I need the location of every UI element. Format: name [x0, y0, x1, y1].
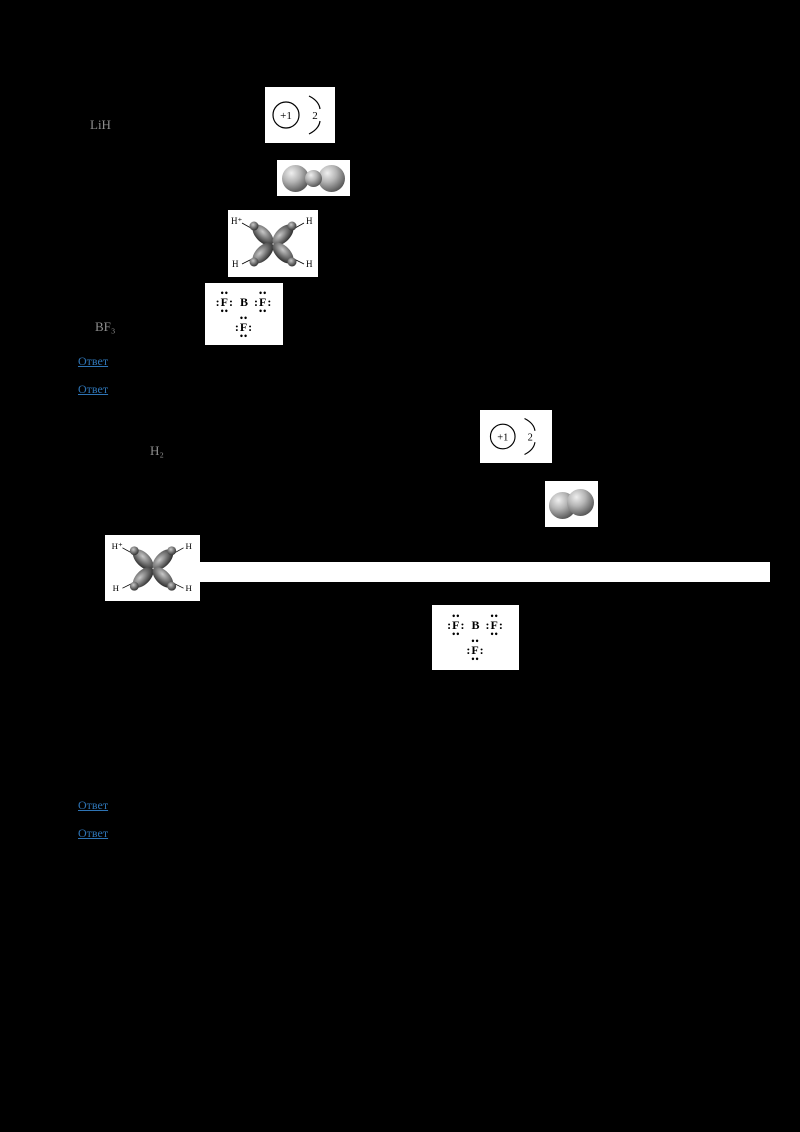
- orbital-lobe: [272, 242, 294, 264]
- electron-shell-arc-top: [308, 95, 321, 110]
- hydrogen-sphere: [249, 221, 259, 231]
- orbital-lobe: [132, 567, 153, 588]
- bohr-diagram-svg-1: +1 2: [272, 95, 321, 135]
- atom-sphere-right: [567, 489, 594, 516]
- lewis-top-row: •• :F: •• B •• :F: ••: [447, 611, 504, 639]
- lone-pair-dots: ••: [220, 305, 229, 316]
- fluorine-right: •• :F: ••: [254, 287, 273, 316]
- atom-sphere-left: [282, 165, 309, 192]
- lone-pair-dots: ••: [239, 330, 249, 341]
- orbital-lobe: [152, 567, 173, 588]
- lone-pair-dots: ••: [220, 287, 229, 298]
- formula-label-lih: LiH: [90, 117, 111, 132]
- lone-pair-dots: ••: [259, 287, 268, 298]
- answer-link-1[interactable]: Ответ: [78, 354, 109, 368]
- boron-symbol: B: [239, 294, 248, 309]
- nucleus-charge-label: +1: [497, 432, 508, 443]
- lewis-top-row: •• :F: •• B •• :F: ••: [215, 287, 273, 316]
- atom-sphere-right: [318, 165, 345, 192]
- lone-pair-dots: ••: [452, 611, 461, 621]
- lewis-structure-figure-1: •• :F: •• B •• :F: •• •• :F: ••: [205, 283, 283, 345]
- hydrogen-sphere: [166, 546, 176, 556]
- orbital-overlap-svg-2: H⁺ H H H: [111, 541, 192, 593]
- lone-pair-dots: ••: [239, 312, 249, 323]
- fluorine-bottom: •• :F: ••: [234, 312, 254, 341]
- lewis-structure: •• :F: •• B •• :F: •• •• :F: ••: [447, 611, 504, 664]
- bohr-diagram-figure-2: +1 2: [480, 410, 552, 463]
- lewis-structure: •• :F: •• B •• :F: •• •• :F: ••: [215, 287, 273, 341]
- hydrogen-sphere: [129, 546, 139, 556]
- h-label-bottom-left: H: [112, 583, 119, 593]
- blank-content-strip: [200, 562, 770, 582]
- bohr-diagram-figure-1: +1 2: [265, 87, 335, 143]
- lewis-bottom-row: •• :F: ••: [447, 636, 504, 664]
- orbital-overlap-svg-1: H⁺ H H H: [231, 216, 313, 269]
- fluorine-symbol: :F:: [215, 294, 234, 309]
- h-label-bottom-right: H: [185, 583, 192, 593]
- hydrogen-sphere: [287, 257, 297, 267]
- h-label-top-right: H: [185, 541, 192, 551]
- shell-electron-count-label: 2: [528, 432, 533, 443]
- fluorine-symbol: :F:: [485, 618, 504, 632]
- boron-symbol: B: [471, 618, 480, 632]
- fluorine-symbol: :F:: [254, 294, 273, 309]
- hydrogen-sphere: [249, 257, 259, 267]
- lone-pair-dots: ••: [259, 305, 268, 316]
- electron-shell-arc-bottom: [308, 120, 321, 135]
- electron-shell-arc-top: [524, 418, 536, 431]
- fluorine-symbol: :F:: [234, 319, 254, 334]
- h-label-bottom-right: H: [306, 259, 313, 269]
- hydrogen-sphere: [166, 581, 176, 591]
- fluorine-bottom: •• :F: ••: [466, 636, 485, 664]
- fluorine-symbol: :F:: [466, 643, 485, 657]
- fluorine-right: •• :F: ••: [485, 611, 504, 639]
- fluorine-left: •• :F: ••: [447, 611, 466, 639]
- molecule-model-three-spheres: [277, 160, 350, 196]
- orbital-overlap-figure-2: H⁺ H H H: [105, 535, 200, 601]
- formula-label-h2: H₂: [150, 443, 164, 458]
- orbital-lobe: [272, 224, 294, 246]
- orbital-lobe: [252, 224, 274, 246]
- nucleus-circle: [272, 101, 300, 129]
- fluorine-symbol: :F:: [447, 618, 466, 632]
- answer-link-3[interactable]: Ответ: [78, 798, 109, 812]
- formula-label-bf3: BF₃: [95, 319, 116, 334]
- shell-electron-count-label: 2: [312, 110, 318, 122]
- orbital-lobe: [152, 549, 173, 570]
- lone-pair-dots: ••: [471, 636, 480, 646]
- electron-shell-arc-bottom: [524, 442, 536, 455]
- h-label-bottom-left: H: [232, 259, 239, 269]
- orbital-overlap-figure-1: H⁺ H H H: [228, 210, 318, 277]
- orbital-lobe: [132, 549, 153, 570]
- answer-link-4[interactable]: Ответ: [78, 826, 109, 840]
- atom-sphere-middle: [305, 170, 322, 187]
- h-label-top-left: H⁺: [111, 541, 122, 551]
- lone-pair-dots: ••: [490, 611, 499, 621]
- orbital-lobe: [252, 242, 274, 264]
- lone-pair-dots: ••: [452, 629, 461, 639]
- hydrogen-sphere: [287, 221, 297, 231]
- h-label-top-left: H⁺: [231, 216, 242, 226]
- lone-pair-dots: ••: [490, 629, 499, 639]
- molecule-model-two-spheres: [545, 481, 598, 527]
- nucleus-circle: [489, 423, 516, 450]
- h-label-top-right: H: [306, 216, 313, 226]
- answer-link-2[interactable]: Ответ: [78, 382, 109, 396]
- lewis-bottom-row: •• :F: ••: [216, 312, 273, 341]
- hydrogen-sphere: [129, 581, 139, 591]
- lewis-structure-figure-2: •• :F: •• B •• :F: •• •• :F: ••: [432, 605, 519, 670]
- nucleus-charge-label: +1: [280, 110, 292, 122]
- bohr-diagram-svg-2: +1 2: [489, 418, 536, 455]
- lone-pair-dots: ••: [471, 654, 480, 664]
- fluorine-left: •• :F: ••: [215, 287, 234, 316]
